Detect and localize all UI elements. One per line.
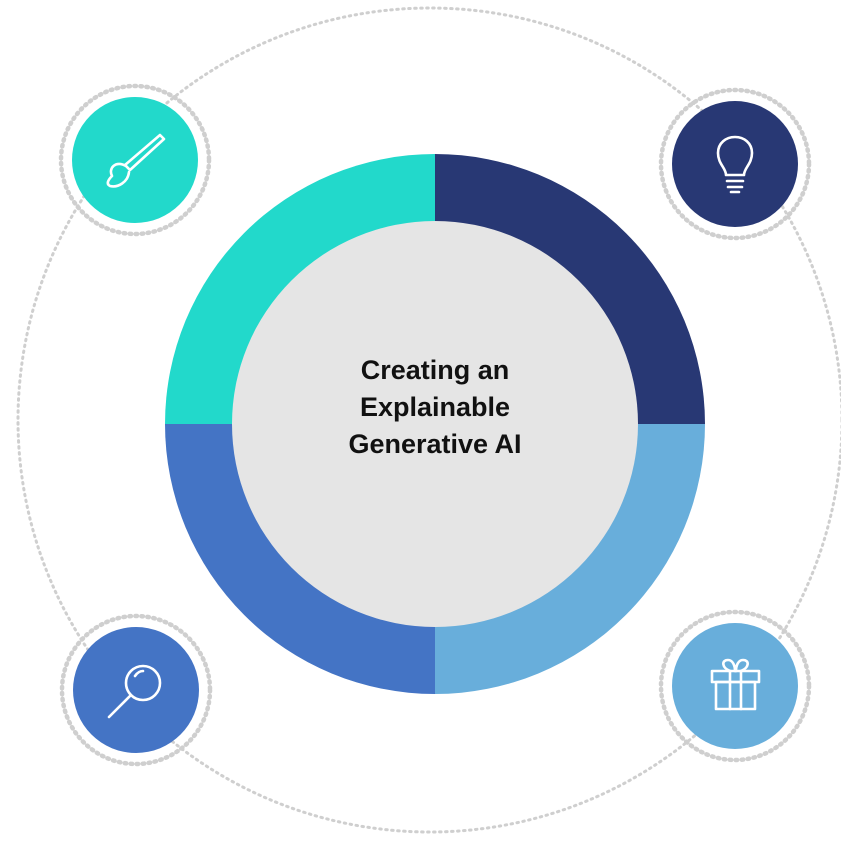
node-lightbulb	[658, 87, 812, 241]
gift-icon	[710, 658, 761, 711]
center-title: Creating an Explainable Generative AI	[285, 352, 585, 463]
node-magnifier	[59, 613, 213, 767]
node-circle-blue	[73, 627, 199, 753]
node-circle-teal	[72, 97, 198, 223]
node-circle-navy	[672, 101, 798, 227]
node-circle-sky	[672, 623, 798, 749]
node-gift	[658, 609, 812, 763]
paintbrush-icon	[106, 133, 166, 188]
center-title-line-2: Explainable	[359, 392, 511, 422]
magnifier-icon	[107, 664, 162, 719]
center-disc	[232, 221, 638, 627]
node-dotted-ring	[58, 83, 212, 237]
node-paintbrush	[58, 83, 212, 237]
node-dotted-ring	[658, 609, 812, 763]
lightbulb-icon	[716, 135, 754, 194]
center-title-line-1: Creating an	[360, 355, 510, 385]
outer-dotted-orbit	[16, 6, 841, 834]
node-dotted-ring	[658, 87, 812, 241]
center-title-line-3: Generative AI	[348, 429, 522, 459]
node-dotted-ring	[59, 613, 213, 767]
